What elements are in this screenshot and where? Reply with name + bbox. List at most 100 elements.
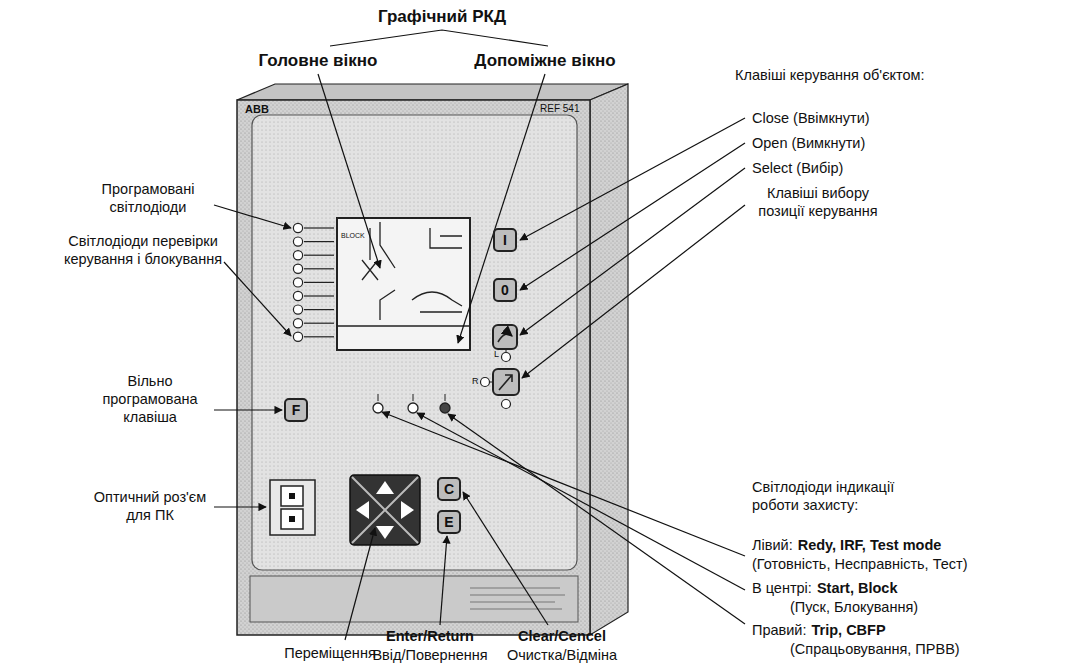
position-key-part [506, 349, 507, 352]
relay-housing-part-part [470, 588, 560, 589]
programmable-leds-part [293, 237, 302, 246]
graphic-lcd-part-part [412, 292, 462, 306]
relay-housing-part [590, 84, 628, 635]
key-letter: C [444, 482, 454, 496]
callout-label: BLOCK [341, 232, 365, 241]
protection-leds-part [408, 403, 418, 413]
leader-lines-part [448, 414, 745, 624]
programmable-leds-part [304, 282, 334, 283]
callout-label: Enter/Return [386, 627, 474, 645]
optical-port [270, 480, 315, 535]
control-key: 0 [493, 278, 517, 302]
graphic-lcd-part [337, 218, 470, 350]
callout-label: Клавіші керування об'єктом: [735, 66, 925, 84]
callout-label: Trip, CBFP [811, 621, 885, 639]
leader-lines-part [318, 74, 380, 268]
relay-housing-part [470, 588, 565, 609]
protection-leds-part [413, 394, 414, 401]
leader-lines-part [463, 492, 548, 625]
callout-label: Переміщення [284, 644, 376, 662]
key-letter: I [503, 233, 507, 247]
programmable-leds-part [304, 295, 334, 296]
callout-label: Вільно програмована клавіша [90, 372, 210, 426]
callout-label: L [494, 349, 499, 360]
leader-lines-part [214, 506, 266, 507]
protection-leds-part [378, 394, 379, 401]
leader-lines-part [417, 413, 745, 590]
position-key-part [493, 369, 519, 395]
relay-housing-part-part [470, 609, 562, 610]
leader-lines-part [520, 143, 745, 290]
optical-port-part [281, 509, 303, 529]
callout-label: Close (Ввімкнути) [752, 109, 870, 127]
programmable-leds-part [304, 309, 334, 310]
programmable-leds-part [293, 251, 302, 260]
navigation-keys-part [376, 481, 394, 494]
protection-leds-part [445, 394, 446, 401]
leader-lines-part [520, 168, 745, 335]
callout-label: Оптичний роз'єм для ПК [90, 488, 210, 524]
programmable-leds-part [293, 291, 302, 300]
graphic-lcd-part-part [369, 228, 370, 260]
programmable-leds-part [304, 336, 334, 337]
navigation-keys-part [401, 501, 414, 519]
leader-lines-part [520, 118, 745, 240]
title-bracket [330, 30, 548, 46]
control-key: I [493, 228, 517, 252]
programmable-leds-part [293, 264, 302, 273]
position-key-part [499, 375, 512, 390]
leader-lines-part [440, 536, 447, 625]
programmable-leds-part [304, 268, 334, 269]
leader-lines-part [522, 205, 745, 378]
graphic-lcd-part [337, 325, 470, 327]
programmable-leds-part [304, 227, 334, 228]
callout-label: (Пуск, Блокування) [790, 598, 918, 616]
callout-label: Select (Вибір) [752, 159, 843, 177]
callout-label: R [472, 376, 479, 387]
callout-label: (Готовність, Несправність, Тест) [752, 555, 967, 573]
callout-label: (Спрацьовування, ПРВВ) [790, 640, 960, 658]
control-key: E [437, 510, 461, 534]
programmable-leds-part [304, 241, 334, 242]
graphic-lcd-part-part [430, 228, 462, 248]
select-key [493, 325, 517, 349]
programmable-leds [293, 223, 334, 341]
leader-lines-part [214, 205, 291, 228]
position-key-part [502, 400, 511, 409]
key-letter: 0 [501, 283, 509, 297]
graphic-lcd-part [362, 222, 462, 320]
navigation-keys-part [352, 477, 418, 543]
key-letter: E [444, 515, 453, 529]
programmable-leds-part [293, 305, 302, 314]
leader-lines-part [224, 262, 291, 336]
callout-label: Програмовані світлодіоди [86, 180, 211, 216]
graphic-lcd-part-part [380, 290, 395, 320]
callout-label: Головне вікно [259, 50, 378, 71]
navigation-keys-part [350, 475, 420, 545]
position-key-part [490, 382, 493, 383]
navigation-keys [350, 475, 420, 545]
callout-label: Допоміжне вікно [474, 50, 615, 71]
programmable-leds-part [304, 323, 334, 324]
callout-label: Світлодіоди індикації роботи захисту: [752, 478, 927, 514]
relay-housing-part [237, 100, 590, 635]
position-key-part [481, 378, 490, 387]
control-key: F [284, 398, 308, 422]
programmable-leds-part [293, 278, 302, 287]
callout-label: Open (Вимкнути) [752, 134, 865, 152]
callout-label: Світлодіоди перевірки керування і блокув… [62, 232, 224, 268]
callout-label: ABB [245, 103, 269, 117]
protection-leds-part [440, 403, 450, 413]
programmable-leds-part [293, 223, 302, 232]
protection-leds-part [373, 403, 383, 413]
programmable-leds-part [293, 319, 302, 328]
programmable-leds-part [304, 255, 334, 256]
title: Графічний РКД [378, 6, 506, 27]
callout-label: REF 541 [540, 103, 579, 116]
protection-leds [373, 394, 450, 413]
callout-label: Очистка/Відміна [507, 646, 617, 664]
leader-lines-part [214, 409, 282, 410]
callout-label: В центрі: [752, 579, 812, 597]
leader-lines-part [345, 528, 375, 640]
